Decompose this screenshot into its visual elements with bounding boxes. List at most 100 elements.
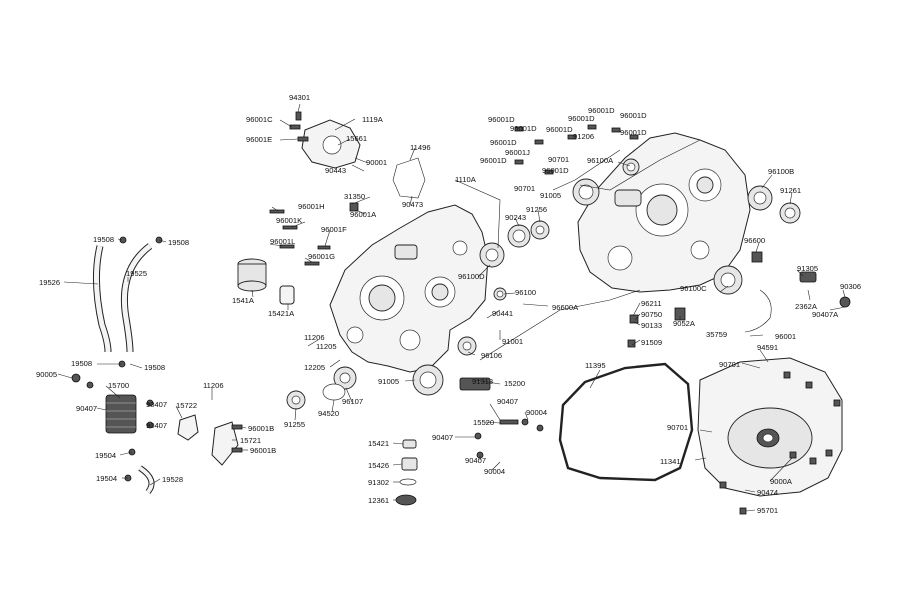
label-90407-2: 90407 xyxy=(432,433,453,442)
label-9052a: 9052A xyxy=(673,319,696,328)
label-90407-3: 90407 xyxy=(465,456,486,465)
label-90004-2: 90004 xyxy=(484,467,505,476)
label-90473: 90473 xyxy=(402,200,423,209)
label-96001a: 96001A xyxy=(350,210,377,219)
label-15661: 15661 xyxy=(346,134,367,143)
label-91005-left: 91005 xyxy=(378,377,399,386)
label-96001d-3: 96001D xyxy=(490,138,517,147)
label-1541a: 1541A xyxy=(232,296,255,305)
cvt-cover xyxy=(697,357,843,497)
label-96001d-4: 96001D xyxy=(480,156,507,165)
label-95701: 95701 xyxy=(757,506,778,515)
oil-cooler xyxy=(105,394,137,434)
label-11205: 11205 xyxy=(316,342,337,351)
label-91005-right: 91005 xyxy=(540,191,561,200)
label-15426: 15426 xyxy=(368,461,389,470)
label-11341: 11341 xyxy=(660,457,681,466)
label-15721: 15721 xyxy=(240,436,261,445)
label-96100a: 96100A xyxy=(587,156,614,165)
label-90701-1: 90701 xyxy=(548,155,569,164)
label-96001d-5: 96001D xyxy=(568,114,595,123)
label-15421: 15421 xyxy=(368,439,389,448)
bracket-15721 xyxy=(211,421,239,466)
label-96106: 96106 xyxy=(481,351,502,360)
label-11206-a: 11206 xyxy=(304,333,325,342)
label-19525: 19525 xyxy=(126,269,147,278)
label-96001h: 96001H xyxy=(298,202,325,211)
label-11206-b: 11206 xyxy=(203,381,224,390)
label-96001k: 96001K xyxy=(276,216,302,225)
part-labels: 94301 96001C 1119A 96001E 15661 90001 90… xyxy=(36,93,861,515)
leader-lines xyxy=(57,103,846,512)
label-96100d-left: 96100D xyxy=(458,272,485,281)
label-90001: 90001 xyxy=(366,158,387,167)
label-91509: 91509 xyxy=(641,338,662,347)
label-91206: 91206 xyxy=(573,132,594,141)
label-11496: 11496 xyxy=(410,143,431,152)
label-91305: 91305 xyxy=(797,264,818,273)
label-96001d-9: 96001D xyxy=(620,128,647,137)
label-15700: 15700 xyxy=(108,381,129,390)
label-96001f: 96001F xyxy=(321,225,347,234)
label-96001: 96001 xyxy=(775,332,796,341)
label-96001c: 96001C xyxy=(246,115,273,124)
label-19508-3: 19508 xyxy=(71,359,92,368)
right-crankcase xyxy=(577,132,751,293)
label-90004-1: 90004 xyxy=(526,408,547,417)
label-91302: 91302 xyxy=(368,478,389,487)
label-90441: 90441 xyxy=(492,309,513,318)
label-96001d-7: 96001D xyxy=(620,111,647,120)
oil-hoses xyxy=(92,243,155,494)
label-96001d-6: 96001D xyxy=(588,106,615,115)
label-90306: 90306 xyxy=(840,282,861,291)
top-left-cover xyxy=(301,119,426,199)
label-96100: 96100 xyxy=(515,288,536,297)
left-crankcase xyxy=(329,204,489,373)
strainer-stack xyxy=(395,439,418,506)
label-90407-4: 90407 xyxy=(76,404,97,413)
bracket-15722 xyxy=(177,414,199,441)
label-96600a: 96600A xyxy=(552,303,579,312)
label-9000a: 9000A xyxy=(770,477,793,486)
label-96001j: 96001J xyxy=(505,148,530,157)
label-91261: 91261 xyxy=(780,186,801,195)
label-90407-5: 90407 xyxy=(146,400,167,409)
label-15421a: 15421A xyxy=(268,309,295,318)
label-19508-2: 19508 xyxy=(168,238,189,247)
label-90407-1: 90407 xyxy=(497,397,518,406)
cover-gasket xyxy=(558,362,694,482)
label-96001d-8: 96001D xyxy=(546,125,573,134)
label-96600: 96600 xyxy=(744,236,765,245)
label-19528: 19528 xyxy=(162,475,183,484)
label-90407a: 90407A xyxy=(812,310,839,319)
label-19508-1: 19508 xyxy=(93,235,114,244)
label-12361: 12361 xyxy=(368,496,389,505)
label-90243: 90243 xyxy=(505,213,526,222)
label-19508-4: 19508 xyxy=(144,363,165,372)
oil-filter xyxy=(237,258,295,305)
label-90701-2: 90701 xyxy=(514,184,535,193)
label-90133: 90133 xyxy=(641,321,662,330)
label-19504-1: 19504 xyxy=(95,451,116,460)
label-94591: 94591 xyxy=(757,343,778,352)
label-90474: 90474 xyxy=(757,488,778,497)
label-94520: 94520 xyxy=(318,409,339,418)
label-90701-3: 90701 xyxy=(719,360,740,369)
label-96001l: 96001L xyxy=(270,237,295,246)
label-96001b-1: 96001B xyxy=(248,424,274,433)
label-35759: 35759 xyxy=(706,330,727,339)
bearings xyxy=(286,158,801,410)
label-96001g: 96001G xyxy=(308,252,335,261)
label-91255: 91255 xyxy=(284,420,305,429)
label-90750: 90750 xyxy=(641,310,662,319)
label-19504-2: 19504 xyxy=(96,474,117,483)
label-96001d-2: 96001D xyxy=(510,124,537,133)
label-90407-6: 90407 xyxy=(146,421,167,430)
label-11395: 11395 xyxy=(585,361,606,370)
label-90443: 90443 xyxy=(325,166,346,175)
label-15520: 15520 xyxy=(473,418,494,427)
label-15200: 15200 xyxy=(504,379,525,388)
label-19526: 19526 xyxy=(39,278,60,287)
label-91256: 91256 xyxy=(526,205,547,214)
